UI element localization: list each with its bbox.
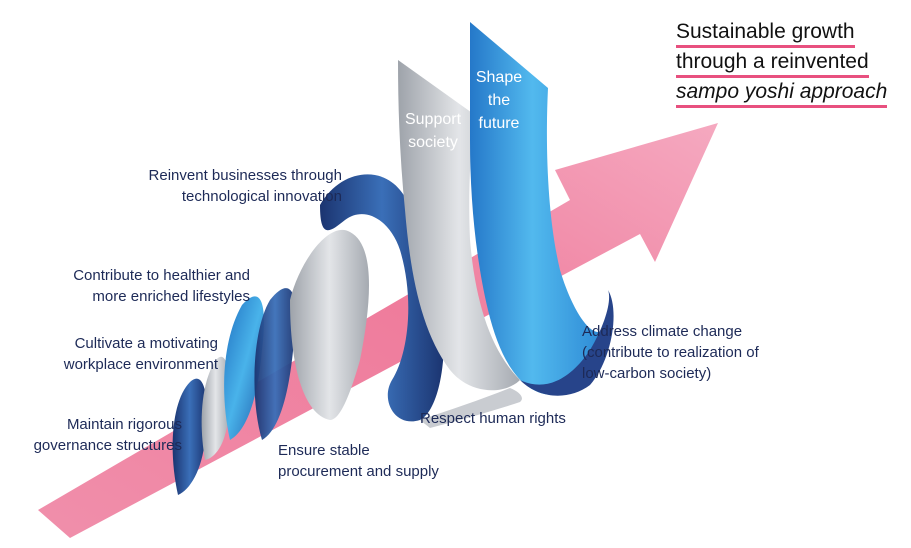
label-line: procurement and supply [278, 463, 439, 480]
label-line: technological innovation [181, 188, 342, 205]
label-human-rights: Respect human rights [420, 408, 566, 429]
label-line: low-carbon society) [582, 365, 712, 382]
label-governance: Maintain rigorous governance structures [10, 414, 182, 456]
ribbon-gray-mid [290, 229, 370, 420]
ribbon-label-shape-future: Shape the future [470, 66, 528, 135]
label-procurement: Ensure stable procurement and supply [278, 440, 439, 482]
ribbon-navy-wrap [520, 290, 614, 396]
ribbon-label-line: future [478, 115, 520, 132]
label-line: Address climate change [582, 323, 743, 340]
headline-line-3: sampo yoshi approach [676, 78, 888, 108]
label-reinvent-businesses: Reinvent businesses through technologica… [116, 165, 342, 207]
label-line: Respect human rights [420, 410, 566, 427]
spiral-small [172, 288, 296, 495]
label-line: Ensure stable [278, 442, 370, 459]
ribbon-label-line: Support [404, 111, 462, 128]
headline: Sustainable growth through a reinvented … [676, 18, 888, 108]
label-line: Contribute to healthier and [73, 267, 250, 284]
label-line: Reinvent businesses through [148, 167, 342, 184]
label-motivating-workplace: Cultivate a motivating workplace environ… [30, 333, 218, 375]
label-line: Cultivate a motivating [74, 335, 218, 352]
headline-line-2: through a reinvented [676, 48, 869, 78]
headline-line-1: Sustainable growth [676, 18, 855, 48]
label-line: governance structures [33, 437, 182, 454]
label-line: workplace environment [63, 356, 218, 373]
ribbon-shape-future [470, 22, 609, 395]
ribbon-label-line: society [408, 134, 458, 151]
label-line: more enriched lifestyles [92, 288, 250, 305]
ribbon-support-society [398, 60, 520, 391]
ribbon-gray-sweep [420, 388, 522, 428]
label-climate-change: Address climate change (contribute to re… [582, 321, 759, 384]
ribbon-label-line: the [487, 92, 511, 109]
ribbon-label-line: Shape [475, 69, 523, 86]
ribbon-label-support-society: Support society [398, 108, 468, 154]
label-line: Maintain rigorous [66, 416, 182, 433]
label-line: (contribute to realization of [582, 344, 759, 361]
label-healthier-lifestyles: Contribute to healthier and more enriche… [40, 265, 250, 307]
